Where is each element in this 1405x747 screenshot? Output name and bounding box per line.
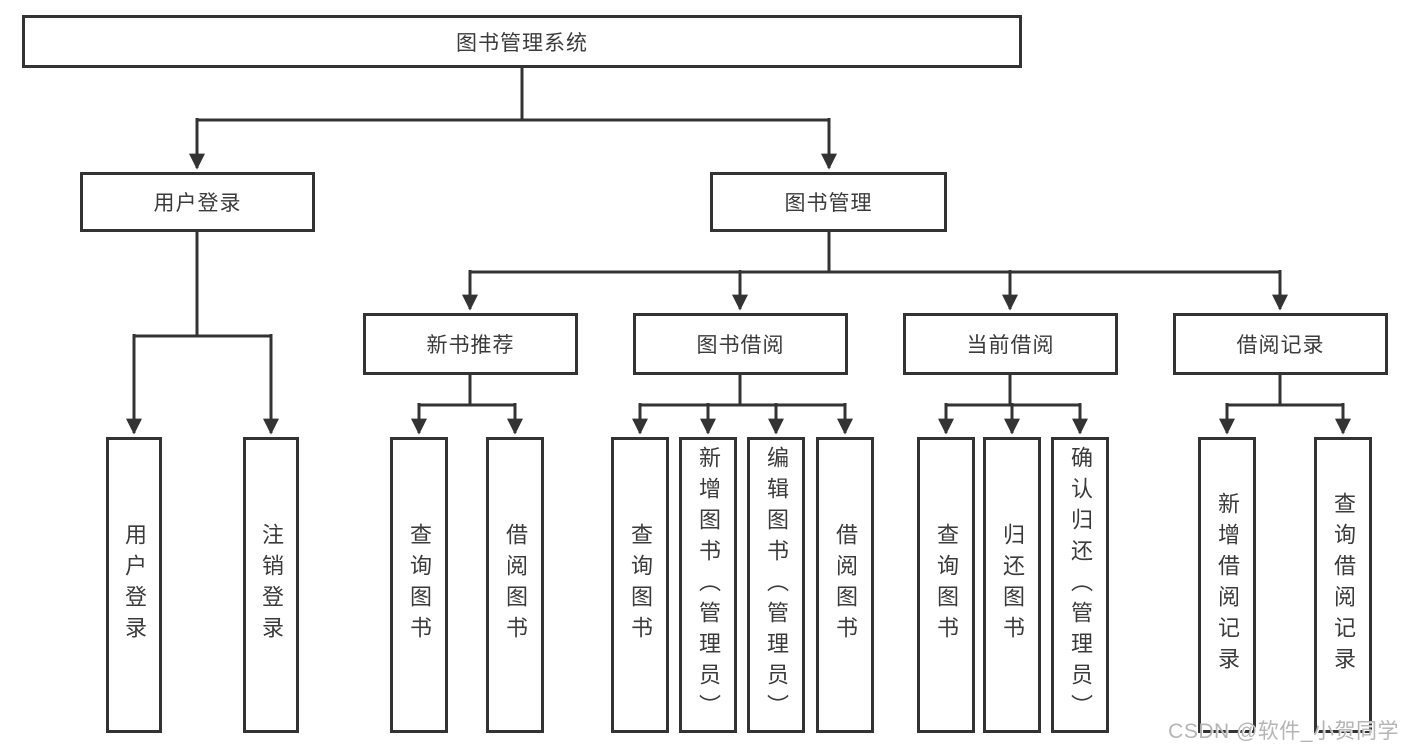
leaf-label: 确认归还（管理员）	[1068, 445, 1093, 725]
leaf-label: 查询借阅记录	[1331, 492, 1356, 678]
leaf-label: 查询图书	[628, 523, 653, 647]
node-label: 借阅记录	[1236, 334, 1325, 357]
leaf-query-borrow-record: 查询借阅记录	[1314, 437, 1372, 733]
leaf-user-login: 用户登录	[106, 437, 162, 733]
node-label: 图书管理	[784, 192, 873, 215]
leaf-label: 借阅图书	[503, 523, 528, 647]
leaf-query-books: 查询图书	[390, 437, 448, 733]
leaf-query-books: 查询图书	[917, 437, 975, 733]
leaf-borrow-books: 借阅图书	[486, 437, 544, 733]
leaf-add-borrow-record: 新增借阅记录	[1198, 437, 1256, 733]
node-label: 当前借阅	[966, 334, 1055, 357]
node-label: 图书管理系统	[456, 31, 588, 55]
leaf-query-books: 查询图书	[611, 437, 669, 733]
node-book-management: 图书管理	[710, 172, 947, 232]
node-library-management-system: 图书管理系统	[22, 15, 1022, 68]
leaf-edit-books-admin: 编辑图书（管理员）	[747, 437, 805, 733]
leaf-label: 借阅图书	[833, 523, 858, 647]
node-label: 新书推荐	[426, 334, 515, 357]
leaf-label: 查询图书	[407, 523, 432, 647]
leaf-label: 新增图书（管理员）	[696, 445, 721, 725]
node-label: 图书借阅	[696, 334, 785, 357]
leaf-logout: 注销登录	[243, 437, 299, 733]
leaf-label: 归还图书	[1000, 523, 1025, 647]
leaf-confirm-return-admin: 确认归还（管理员）	[1051, 437, 1109, 733]
node-label: 用户登录	[153, 192, 242, 215]
leaf-return-books: 归还图书	[983, 437, 1041, 733]
node-user-login: 用户登录	[80, 172, 315, 232]
csdn-watermark: CSDN @软件_小贺同学	[1168, 720, 1399, 743]
leaf-label: 注销登录	[259, 523, 284, 647]
leaf-add-books-admin: 新增图书（管理员）	[679, 437, 737, 733]
node-borrow-records: 借阅记录	[1173, 313, 1388, 375]
leaf-label: 编辑图书（管理员）	[764, 445, 789, 725]
node-new-book-recommend: 新书推荐	[363, 313, 578, 375]
leaf-label: 查询图书	[934, 523, 959, 647]
leaf-label: 用户登录	[122, 523, 147, 647]
leaf-label: 新增借阅记录	[1215, 492, 1240, 678]
node-current-borrow: 当前借阅	[903, 313, 1118, 375]
node-book-borrow: 图书借阅	[633, 313, 848, 375]
leaf-borrow-books: 借阅图书	[816, 437, 874, 733]
